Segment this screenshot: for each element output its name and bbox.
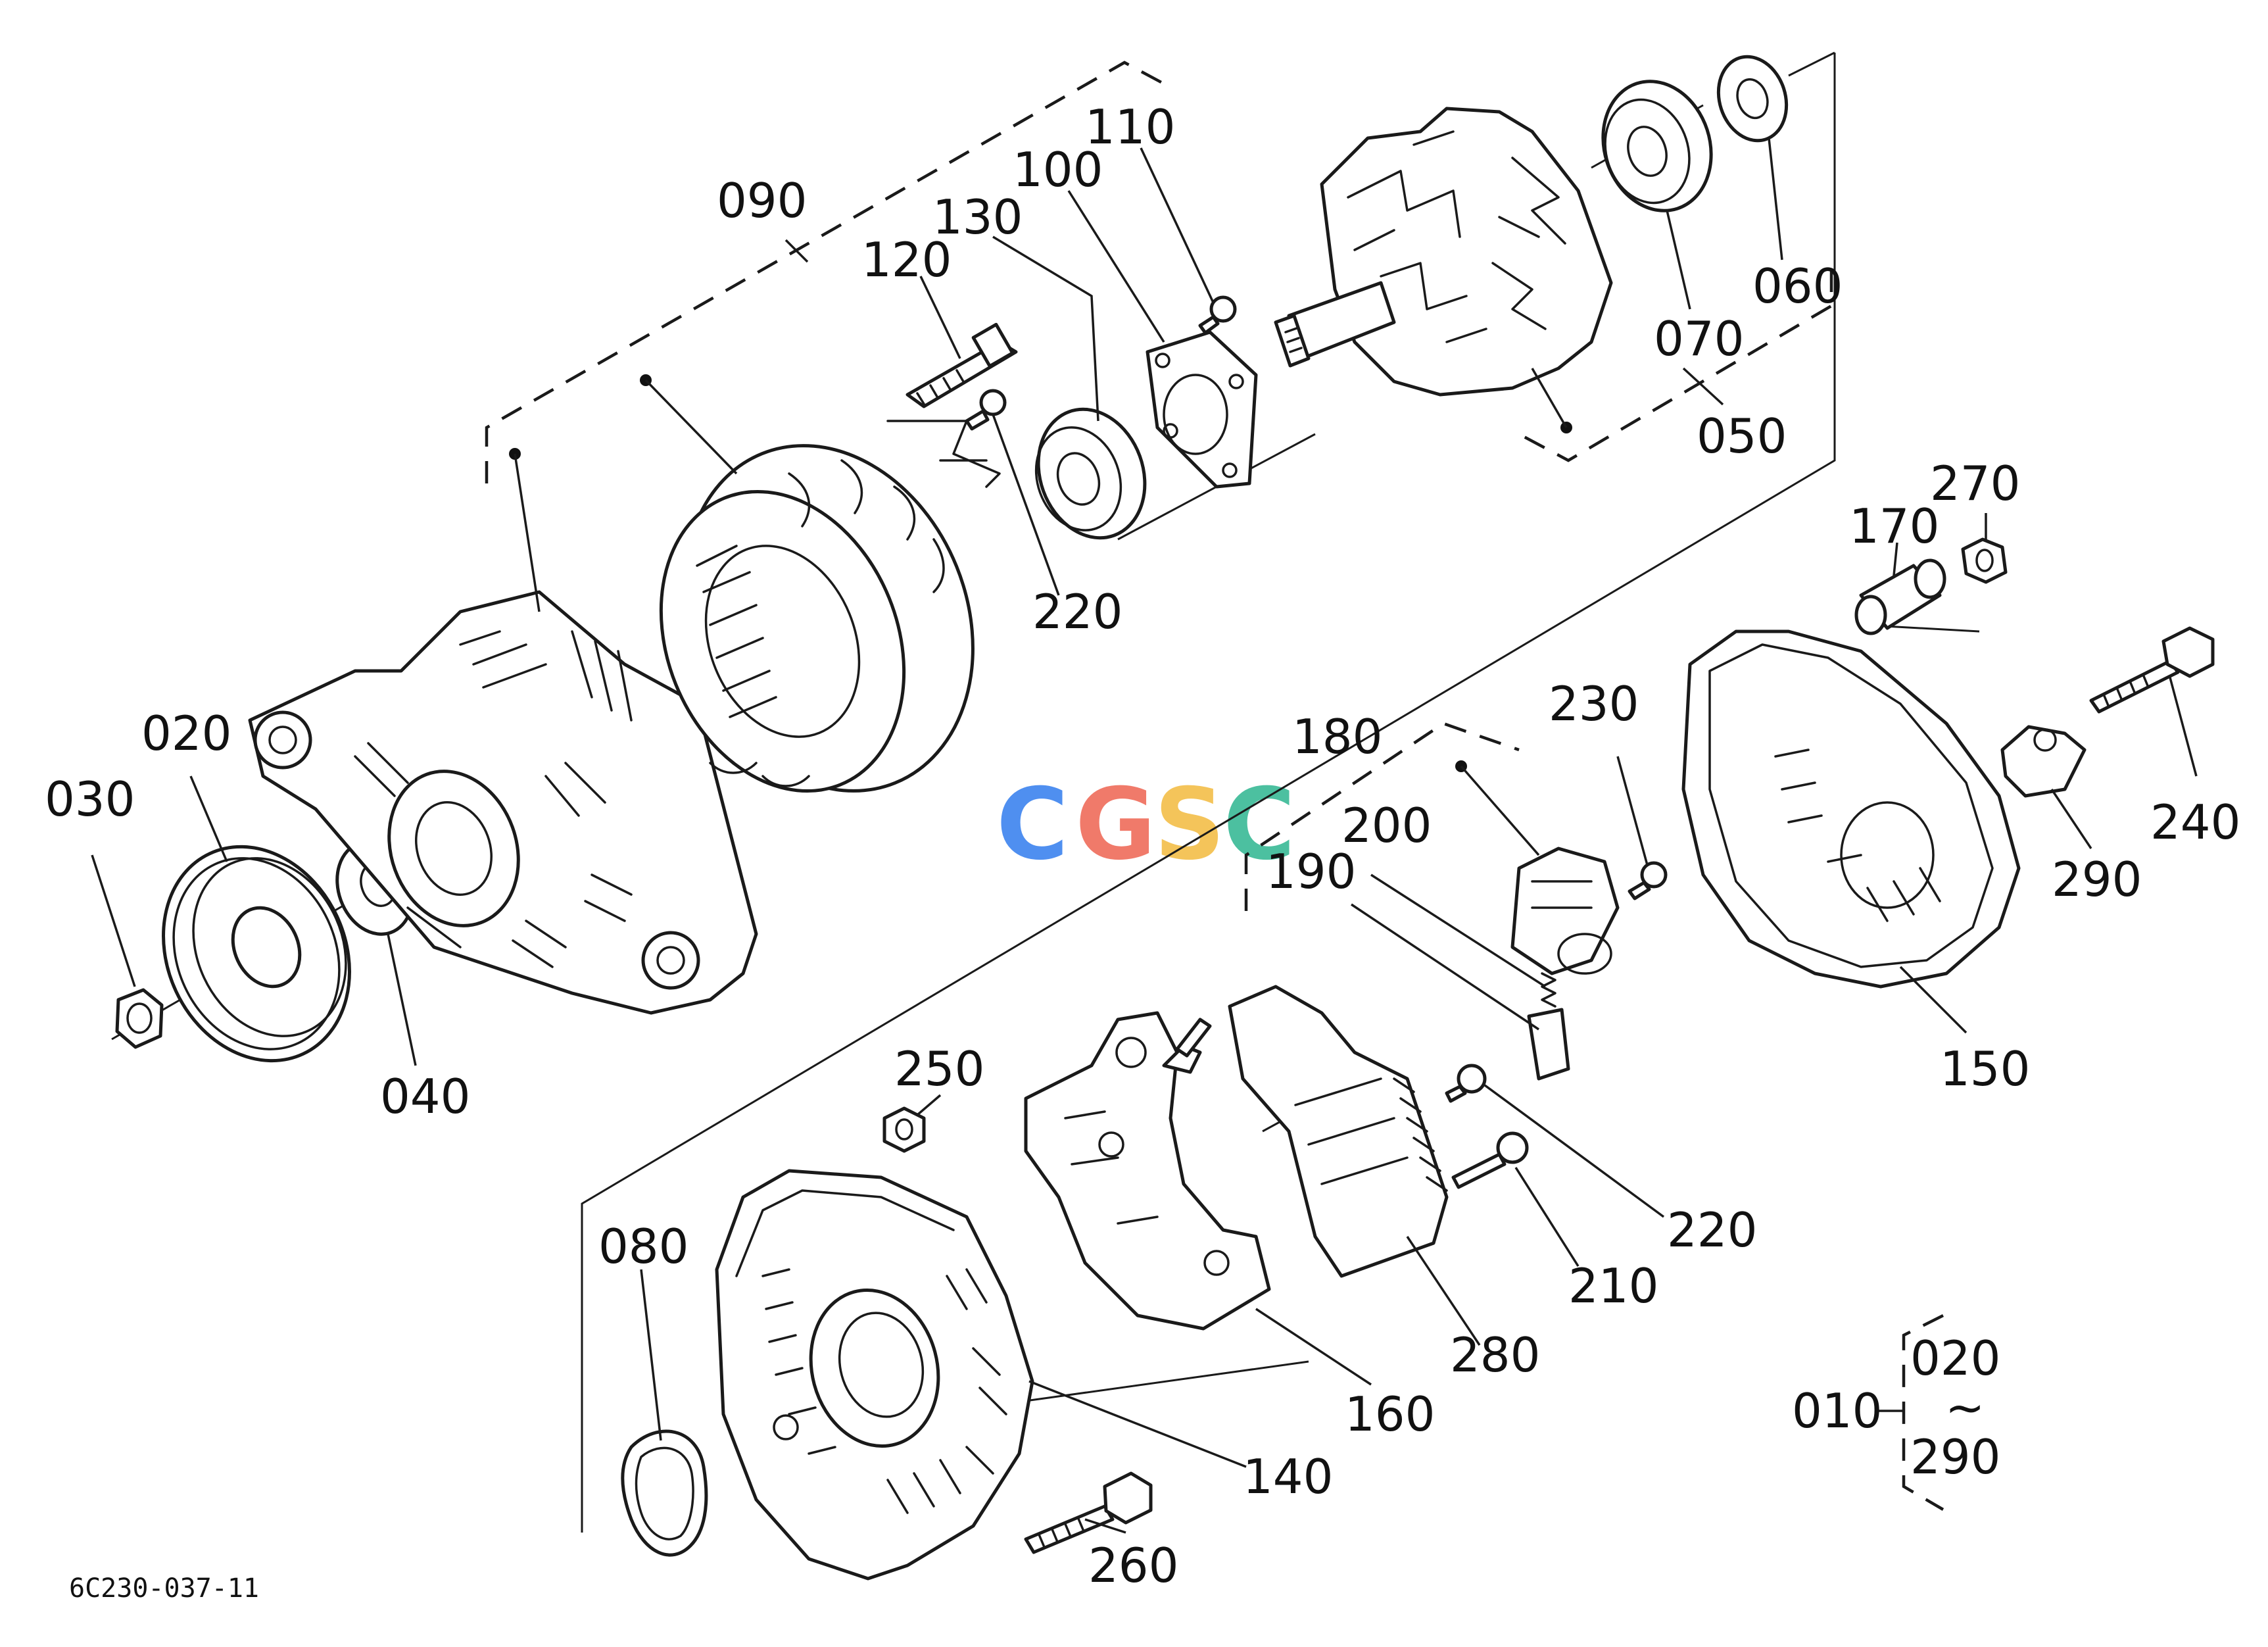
- watermark-letter-s: S: [1154, 768, 1225, 882]
- callout-180: 180: [1292, 709, 1382, 764]
- callout-270: 270: [1930, 456, 2020, 511]
- callout-190: 190: [1266, 844, 1356, 899]
- callout-240: 240: [2150, 795, 2240, 850]
- range-to-label: 290: [1910, 1429, 2000, 1485]
- callout-020: 020: [141, 706, 231, 761]
- front-housing: [248, 590, 758, 1015]
- assembly-outline-main: [581, 51, 1836, 1533]
- rotor: [1274, 107, 1613, 397]
- callout-060: 060: [1752, 258, 1843, 314]
- bolt-240: [2089, 626, 2215, 714]
- retainer-plate-100: [1146, 330, 1258, 489]
- rear-cover-150: [1681, 629, 2021, 989]
- callout-110: 110: [1085, 99, 1175, 155]
- callout-120: 120: [861, 232, 952, 287]
- bearing-upper: [1034, 407, 1147, 540]
- watermark-letter-c1: C: [996, 768, 1069, 882]
- callout-200: 200: [1341, 798, 1432, 853]
- pulley-020: [162, 845, 351, 1063]
- clip-290: [2000, 725, 2087, 798]
- callout-070: 070: [1654, 311, 1744, 366]
- seal-060: [1716, 55, 1789, 143]
- drawing-code: 6C230-037-11: [69, 1573, 259, 1604]
- watermark-letter-g: G: [1075, 768, 1156, 882]
- stud-120: [905, 322, 1018, 408]
- callout-220-upper: 220: [1032, 584, 1122, 639]
- nut-030: [115, 988, 164, 1049]
- range-assembly-label: 010: [1792, 1383, 1882, 1438]
- brush-190: [1527, 1008, 1570, 1081]
- assembly-outline-090: [485, 61, 1169, 483]
- callout-100: 100: [1013, 142, 1103, 197]
- range-from-label: 020: [1910, 1331, 2000, 1386]
- screw-220-upper: [965, 389, 1007, 431]
- callout-250: 250: [894, 1041, 984, 1096]
- callout-130: 130: [932, 189, 1023, 245]
- callout-030: 030: [45, 772, 135, 827]
- callout-050: 050: [1697, 408, 1787, 464]
- callout-140: 140: [1243, 1449, 1333, 1504]
- range-bracket: [1877, 1314, 1944, 1511]
- range-bracket-labels: 010 020 ~ 290: [1792, 1331, 2000, 1485]
- seal-ring-080: [621, 1429, 708, 1557]
- rear-housing-140: [715, 1169, 1034, 1581]
- callout-080: 080: [598, 1219, 688, 1274]
- screw-220-lower: [1445, 1064, 1487, 1103]
- callout-labels: 030 020 040 090 120 130 100 110 220 060 …: [45, 99, 2240, 1593]
- rectifier-160: [1024, 1011, 1271, 1331]
- assembly-outline-180: [1244, 722, 1520, 911]
- nut-270: [1961, 537, 2008, 584]
- screw-210: [1451, 1131, 1529, 1189]
- callout-210: 210: [1568, 1258, 1658, 1314]
- callout-230: 230: [1549, 676, 1639, 731]
- callout-150: 150: [1940, 1041, 2030, 1096]
- callout-290: 290: [2052, 852, 2142, 907]
- range-tilde: ~: [1945, 1380, 1985, 1435]
- regulator-280: [1228, 985, 1449, 1278]
- callout-160: 160: [1345, 1387, 1435, 1442]
- brush-spring-200: [1541, 972, 1556, 1008]
- bushing-170: [1854, 558, 1946, 635]
- leader-lines: [91, 137, 2198, 1534]
- nut-250: [882, 1106, 926, 1153]
- brush-holder-230: [1510, 847, 1668, 975]
- bolt-260: [1024, 1471, 1153, 1554]
- watermark-logo: C G S C: [996, 768, 1295, 882]
- callout-090: 090: [717, 173, 807, 228]
- callout-260: 260: [1088, 1538, 1178, 1593]
- callout-170: 170: [1849, 499, 1939, 554]
- bearing-070: [1601, 80, 1713, 212]
- stator: [659, 420, 1001, 793]
- screw-110: [1198, 295, 1237, 335]
- callout-280: 280: [1450, 1327, 1540, 1383]
- callout-040: 040: [380, 1069, 470, 1124]
- callout-220-lower: 220: [1667, 1202, 1757, 1258]
